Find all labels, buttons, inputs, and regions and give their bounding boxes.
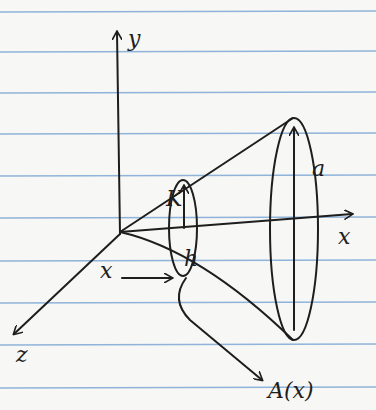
area-label: A(x) [268,380,313,402]
axis-label: y [128,28,140,50]
ruled-lines [0,11,376,388]
height-label: h [184,248,198,270]
distance-label: x [100,260,112,282]
radius-label: a [312,158,325,180]
axis-label: z [16,344,28,366]
axis-label: x [338,226,350,248]
radius-label: K [166,188,182,210]
pen-drawing [14,32,352,380]
